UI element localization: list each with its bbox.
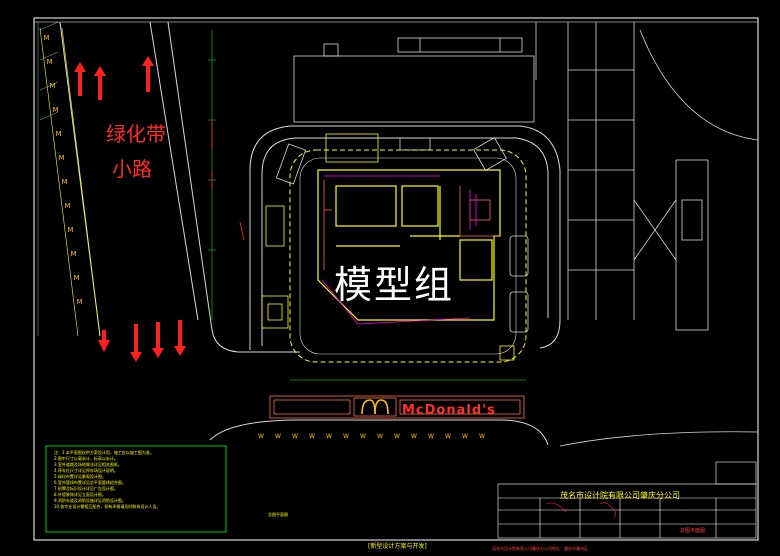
w-marker: W	[394, 433, 400, 440]
title-block-stamps	[545, 502, 616, 519]
parking-m-mark: M	[59, 154, 65, 162]
parking-m-mark: M	[71, 250, 77, 258]
sheet-title: 总图平面图	[680, 528, 706, 534]
parking-m-mark: M	[68, 226, 74, 234]
note-line: 7.招牌及标识设计详见广告设计图。	[54, 486, 118, 491]
w-marker: W	[258, 433, 264, 440]
w-marker: W	[343, 433, 349, 440]
note-line: 注：1.本平面图仅供方案设计用，施工应以施工图为准。	[54, 450, 154, 455]
bottom-note: 茂名市设计院有限公司肇庆分公司地址：肇庆市端州区	[492, 546, 588, 551]
site-boundary	[289, 149, 527, 363]
w-marker: W	[292, 433, 298, 440]
parking-m-mark: M	[50, 82, 56, 90]
parking-m-mark: M	[53, 106, 59, 114]
parking-m-mark: M	[44, 34, 50, 42]
site-road	[209, 125, 561, 446]
parking-m-mark: M	[47, 58, 53, 66]
brand-sign	[269, 395, 525, 419]
yellow-fixtures	[261, 133, 515, 361]
note-line: 6.室外管线布置详见总平面管线综合图。	[54, 480, 126, 485]
right-buildings	[535, 22, 759, 447]
note-line: 2.图中尺寸以毫米计，标高以米计。	[54, 456, 118, 461]
red-marks	[211, 120, 245, 241]
design-notes: 注：1.本平面图仅供方案设计用，施工应以施工图为准。 2.图中尺寸以毫米计，标高…	[54, 450, 214, 510]
parking-strip	[39, 27, 101, 337]
top-buildings	[293, 37, 535, 151]
w-marker: W	[479, 433, 485, 440]
company-name: 茂名市设计院有限公司肇庆分公司	[560, 491, 680, 500]
w-marker: W	[377, 433, 383, 440]
w-marker: W	[326, 433, 332, 440]
note-line: 9.消防车道及消防设施详见消防设计图。	[54, 498, 126, 503]
w-marker: W	[360, 433, 366, 440]
parking-logos: M M M M M M M M M M M M	[44, 34, 83, 306]
note-line: 10.各专业设计需相互配合，如有矛盾请及时联系设计人员。	[54, 504, 161, 509]
w-marker: W	[411, 433, 417, 440]
w-marker: W	[428, 433, 434, 440]
w-marker: W	[445, 433, 451, 440]
brand-sign-text: McDonald's	[402, 403, 496, 418]
note-line: 4.停车位尺寸详见停车场设计说明。	[54, 468, 118, 473]
bottom-label: [新型设计方案与开发]	[368, 543, 427, 550]
note-line: 3.室外道路及场地做法详见相关图纸。	[54, 462, 122, 467]
traffic-arrows	[74, 56, 186, 362]
left-hatch-strip	[37, 21, 59, 336]
parking-m-mark: M	[77, 298, 83, 306]
note-line: 5.绿化布置详见景观设计图。	[54, 474, 106, 479]
path-label: 小路	[112, 157, 152, 181]
note-line: 8.外墙装饰详见立面设计图。	[54, 492, 106, 497]
main-building	[317, 169, 501, 321]
w-marker: W	[462, 433, 468, 440]
title-block	[497, 461, 757, 539]
scale-label: 总图平面图	[268, 512, 288, 517]
notes-box	[45, 445, 227, 533]
parking-m-mark: M	[62, 178, 68, 186]
w-marker: W	[309, 433, 315, 440]
drawing-frame	[33, 17, 759, 541]
parking-right	[275, 137, 529, 333]
watermark: 模型组	[334, 263, 455, 307]
parking-m-mark: M	[56, 130, 62, 138]
w-marker: W	[275, 433, 281, 440]
greenbelt-label: 绿化带	[106, 122, 166, 146]
parking-m-mark: M	[65, 202, 71, 210]
parking-m-mark: M	[74, 274, 80, 282]
brand-arches	[361, 399, 389, 415]
dimension-lines	[208, 30, 526, 381]
magenta-lines	[321, 175, 477, 325]
